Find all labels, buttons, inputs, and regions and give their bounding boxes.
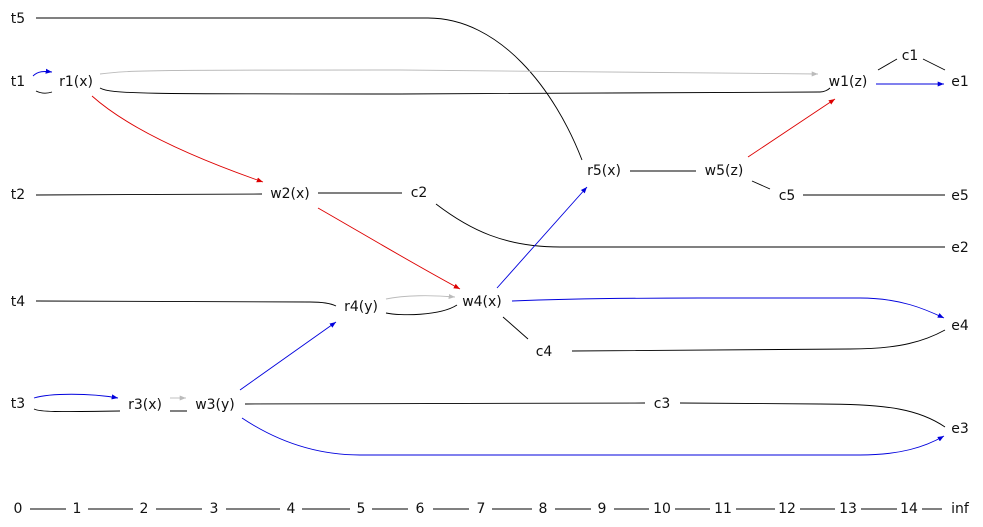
node-r1x: r1(x) [59, 74, 93, 90]
node-c5: c5 [779, 188, 796, 204]
node-e1: e1 [951, 74, 969, 90]
node-t5: t5 [11, 11, 25, 27]
node-c3: c3 [654, 396, 671, 412]
axis-tick-7: 7 [477, 501, 486, 517]
axis-tick-0: 0 [14, 501, 23, 517]
axis-tick-10: 10 [653, 501, 671, 517]
edge-w3y-c3 [244, 402, 646, 405]
node-c2: c2 [411, 185, 428, 201]
axis-tick-8: 8 [539, 501, 548, 517]
node-c4: c4 [536, 344, 553, 360]
axis-tick-6: 6 [416, 501, 425, 517]
sequence-edges [33, 17, 946, 428]
edge-c2-e2 [435, 203, 945, 248]
edge-t3-r3x [33, 408, 121, 413]
edge-r1x-w1z [99, 87, 831, 95]
edge-w5z-c5 [751, 180, 771, 190]
edge-c3-e3 [679, 402, 946, 428]
edge-c1-e1 [922, 58, 946, 71]
node-r4y: r4(y) [344, 299, 378, 315]
axis-tick-13: 13 [839, 501, 857, 517]
weak-edge-r1x-w1z [99, 69, 819, 77]
axis-tick-1: 1 [73, 501, 82, 517]
edge-w4x-c4 [502, 316, 529, 340]
node-w2x: w2(x) [270, 186, 310, 202]
order-edge-t3-r3x [33, 393, 119, 400]
axis-tick-3: 3 [210, 501, 219, 517]
edge-w1z-c1 [877, 58, 898, 71]
node-e5: e5 [951, 188, 969, 204]
time-axis: 0 1 2 3 4 5 6 7 8 9 10 11 12 13 14 inf [14, 501, 970, 517]
order-edge-w3y-e3 [241, 417, 945, 456]
node-labels: t5 t1 r1(x) w1(z) c1 e1 r5(x) w5(z) c5 e… [11, 11, 969, 437]
node-w3y: w3(y) [195, 397, 235, 413]
edge-c4-e4 [571, 329, 946, 352]
axis-tick-5: 5 [357, 501, 366, 517]
node-w5z: w5(z) [705, 163, 744, 179]
axis-tick-4: 4 [287, 501, 296, 517]
edge-t2-w2x [35, 193, 263, 196]
order-edge-w4x-r5x [496, 186, 588, 289]
edge-t5-r5x [36, 17, 583, 161]
axis-tick-2: 2 [140, 501, 149, 517]
node-e4: e4 [951, 318, 969, 334]
conflict-edges [91, 95, 836, 290]
conflict-edge-w5z-w1z [747, 98, 836, 158]
node-t1: t1 [11, 74, 25, 90]
order-edge-w3y-r4y [239, 321, 337, 391]
weak-edge-r4y-w4x [385, 293, 456, 300]
node-t2: t2 [11, 187, 25, 203]
axis-tick-inf: inf [951, 501, 970, 517]
conflict-edge-w2x-w4x [317, 207, 461, 290]
node-t3: t3 [11, 396, 25, 412]
order-edges [32, 68, 945, 456]
edge-r4y-w4x [385, 304, 458, 316]
node-e3: e3 [951, 421, 969, 437]
axis-tick-11: 11 [714, 501, 732, 517]
node-c1: c1 [902, 48, 919, 64]
node-e2: e2 [951, 240, 969, 256]
axis-tick-14: 14 [900, 501, 918, 517]
node-w1z: w1(z) [829, 74, 868, 90]
axis-tick-9: 9 [598, 501, 607, 517]
order-edge-t1-r1x [32, 68, 53, 77]
node-w4x: w4(x) [462, 294, 502, 310]
conflict-edge-r1x-w2x [91, 95, 264, 183]
node-r5x: r5(x) [587, 163, 621, 179]
node-r3x: r3(x) [128, 397, 162, 413]
order-edge-w4x-e4 [511, 297, 945, 319]
edge-t4-r4y [35, 300, 337, 307]
edge-t1-r1x [35, 90, 53, 94]
axis-tick-12: 12 [778, 501, 796, 517]
weak-order-edges [99, 69, 819, 401]
node-t4: t4 [11, 294, 25, 310]
